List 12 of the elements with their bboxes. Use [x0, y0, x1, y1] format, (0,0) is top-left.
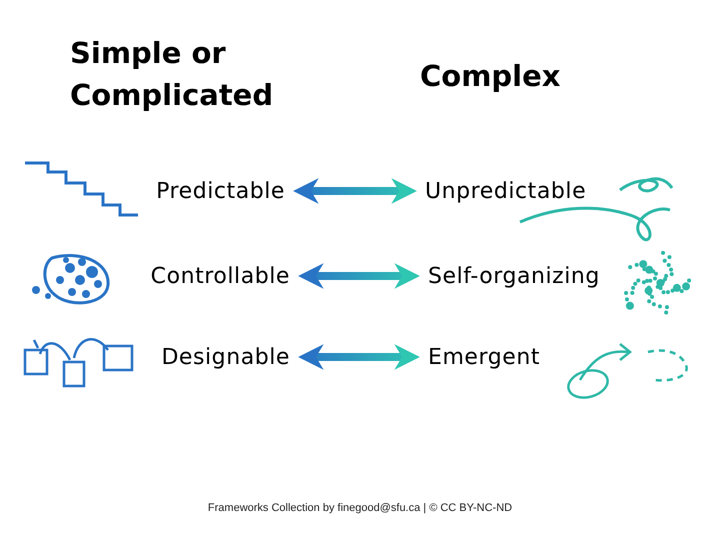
double-arrow: [293, 178, 417, 204]
footer-credit: Frameworks Collection by finegood@sfu.ca | © CC BY-NC-ND: [206, 501, 514, 516]
node-label: Unpredictable: [425, 178, 586, 206]
column-heading: Simple or Complicated: [70, 35, 274, 114]
node-label: Predictable: [156, 178, 285, 206]
node-label: Emergent: [428, 344, 540, 372]
node-label: Controllable: [150, 262, 290, 290]
node-label: Designable: [161, 344, 290, 372]
column-heading: Complex: [420, 58, 560, 95]
double-arrow: [298, 263, 420, 289]
node-label: Self-organizing: [428, 262, 600, 290]
double-arrow: [298, 344, 420, 370]
